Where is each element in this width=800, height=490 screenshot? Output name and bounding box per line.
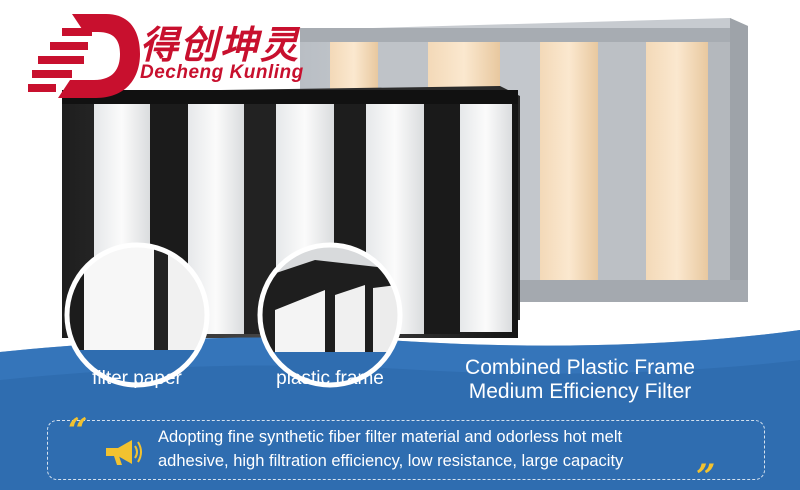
brand-chinese-name: 得创坤灵 — [140, 22, 301, 67]
plastic-frame-closeup-photo — [257, 242, 403, 388]
product-title-line1: Combined Plastic Frame — [465, 356, 695, 379]
close-quote-mark: ” — [696, 457, 716, 490]
product-title-line2: Medium Efficiency Filter — [468, 380, 692, 403]
description-box — [47, 420, 765, 480]
description-line1: Adopting fine synthetic fiber filter mat… — [158, 428, 623, 446]
brand-english-name: Decheng Kunling — [140, 62, 304, 83]
callout-label-plastic-frame: plastic frame — [276, 368, 384, 389]
filter-paper-closeup-photo — [64, 242, 210, 388]
megaphone-icon — [106, 440, 142, 465]
description-line2: adhesive, high filtration efficiency, lo… — [158, 452, 624, 470]
d-letter-logo-icon — [28, 14, 140, 98]
callout-label-filter-paper: filter paper — [92, 368, 182, 389]
open-quote-mark: “ — [68, 411, 88, 451]
